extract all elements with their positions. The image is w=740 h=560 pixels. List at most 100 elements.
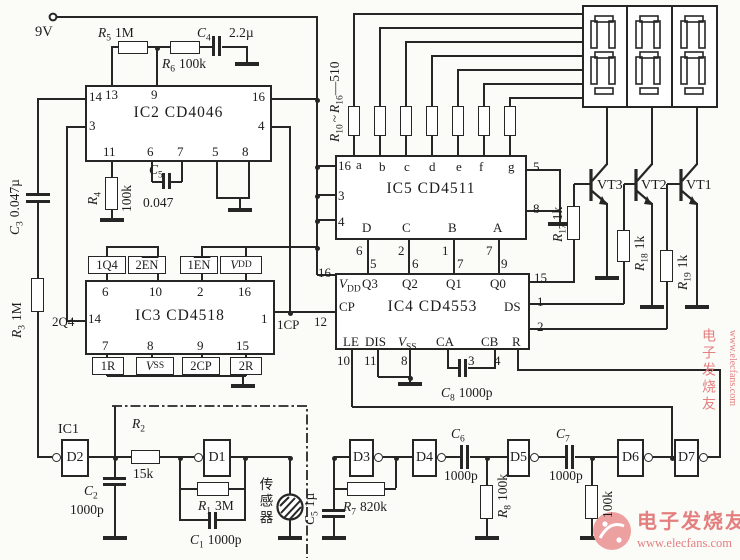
resistor-R12 bbox=[400, 106, 412, 136]
label-R4: R4 bbox=[85, 192, 104, 205]
junction-dot bbox=[314, 193, 320, 199]
wire bbox=[624, 183, 636, 185]
wire bbox=[353, 13, 355, 106]
resistor-R8 bbox=[480, 485, 493, 519]
wire bbox=[57, 16, 318, 18]
label-R2: R2 bbox=[132, 416, 145, 435]
sensor-symbol bbox=[276, 493, 304, 521]
ic5-seg-c: c bbox=[404, 159, 410, 174]
wire bbox=[405, 41, 407, 106]
resistor-R19 bbox=[660, 250, 673, 282]
resistor-R6 bbox=[170, 41, 200, 54]
ground-symbol bbox=[548, 222, 572, 226]
wire bbox=[316, 16, 318, 275]
ic5-pin8: 8 bbox=[533, 201, 540, 216]
ic2-pin6: 6 bbox=[147, 144, 154, 159]
ic4-pin8: 8 bbox=[401, 353, 408, 368]
wire bbox=[380, 27, 582, 29]
resistor-R17 bbox=[567, 206, 580, 240]
wire bbox=[248, 162, 250, 199]
ic4-cb: CB bbox=[481, 334, 499, 349]
ic5-pin2: 2 bbox=[398, 243, 405, 258]
wire bbox=[239, 197, 241, 208]
wire bbox=[453, 240, 455, 273]
gate-D3: D3 bbox=[349, 439, 374, 477]
resistor-R9 bbox=[585, 485, 598, 519]
transistor-VT3 bbox=[589, 163, 608, 205]
ic4-pin10: 10 bbox=[337, 353, 350, 368]
wire bbox=[509, 97, 511, 106]
wire bbox=[180, 519, 209, 521]
wire bbox=[623, 184, 625, 230]
wire bbox=[246, 46, 248, 62]
label-R9-value: 100k bbox=[600, 491, 615, 518]
junction-dot bbox=[407, 375, 413, 381]
wire bbox=[385, 488, 396, 490]
wire bbox=[530, 328, 667, 330]
label-C5a: C5 bbox=[149, 162, 163, 181]
ic5-seg-f: f bbox=[479, 159, 484, 174]
wire bbox=[486, 457, 488, 485]
wire bbox=[378, 376, 410, 378]
display-divider bbox=[626, 5, 628, 108]
wire bbox=[333, 518, 335, 536]
bubble-D2-output bbox=[52, 453, 61, 462]
ic3-pinbox-1q4: 1Q4 bbox=[88, 256, 126, 274]
wire bbox=[244, 457, 246, 521]
ic2-pin3: 3 bbox=[89, 118, 96, 133]
ic4-box bbox=[335, 273, 530, 350]
resistor-R4 bbox=[105, 177, 118, 210]
capacitor-plate bbox=[26, 193, 50, 196]
wire bbox=[114, 406, 116, 457]
junction-dot bbox=[331, 455, 337, 461]
wire bbox=[289, 126, 291, 313]
ic3-name-2q4: 2Q4 bbox=[52, 314, 75, 329]
wire bbox=[510, 97, 582, 99]
wire bbox=[406, 41, 582, 43]
ic4-q1: Q1 bbox=[446, 276, 462, 291]
ic5-in-a: A bbox=[493, 220, 503, 235]
wire bbox=[509, 136, 511, 155]
wire bbox=[486, 519, 488, 536]
ic4-pin3: 3 bbox=[468, 353, 475, 368]
ic5-in-d: D bbox=[362, 220, 372, 235]
ic2-box bbox=[85, 85, 272, 162]
capacitor-plate bbox=[103, 477, 126, 480]
ic3-pin7: 7 bbox=[102, 338, 109, 353]
wire bbox=[67, 126, 85, 128]
ground-symbol bbox=[231, 384, 255, 388]
label-VT3: VT3 bbox=[597, 178, 623, 193]
wire bbox=[317, 165, 335, 167]
ic4-dis: DIS bbox=[365, 334, 386, 349]
ic2-pin11: 11 bbox=[103, 144, 116, 159]
resistor-R18 bbox=[617, 230, 630, 262]
wire bbox=[666, 282, 668, 329]
wire bbox=[289, 519, 291, 536]
resistor-R10 bbox=[348, 106, 360, 136]
ground-symbol bbox=[685, 305, 709, 309]
ic5-pin16: 16 bbox=[338, 158, 351, 173]
wire bbox=[38, 98, 85, 100]
label-VT1: VT1 bbox=[686, 178, 712, 193]
wire bbox=[354, 13, 582, 15]
wire bbox=[179, 457, 181, 521]
ground-symbol bbox=[103, 536, 127, 540]
wire bbox=[432, 55, 582, 57]
wire bbox=[156, 46, 158, 86]
wire bbox=[289, 457, 291, 495]
junction-dot bbox=[287, 455, 293, 461]
wire bbox=[498, 240, 500, 273]
wire bbox=[666, 184, 668, 250]
wire bbox=[66, 126, 68, 322]
wire bbox=[446, 456, 461, 458]
wire bbox=[89, 456, 131, 458]
label-VT2: VT2 bbox=[641, 178, 667, 193]
watermark-url-side: www.elecfans.com bbox=[727, 330, 738, 406]
wire bbox=[231, 456, 290, 458]
wire bbox=[334, 456, 349, 458]
wire bbox=[37, 312, 39, 458]
wire bbox=[651, 108, 653, 165]
